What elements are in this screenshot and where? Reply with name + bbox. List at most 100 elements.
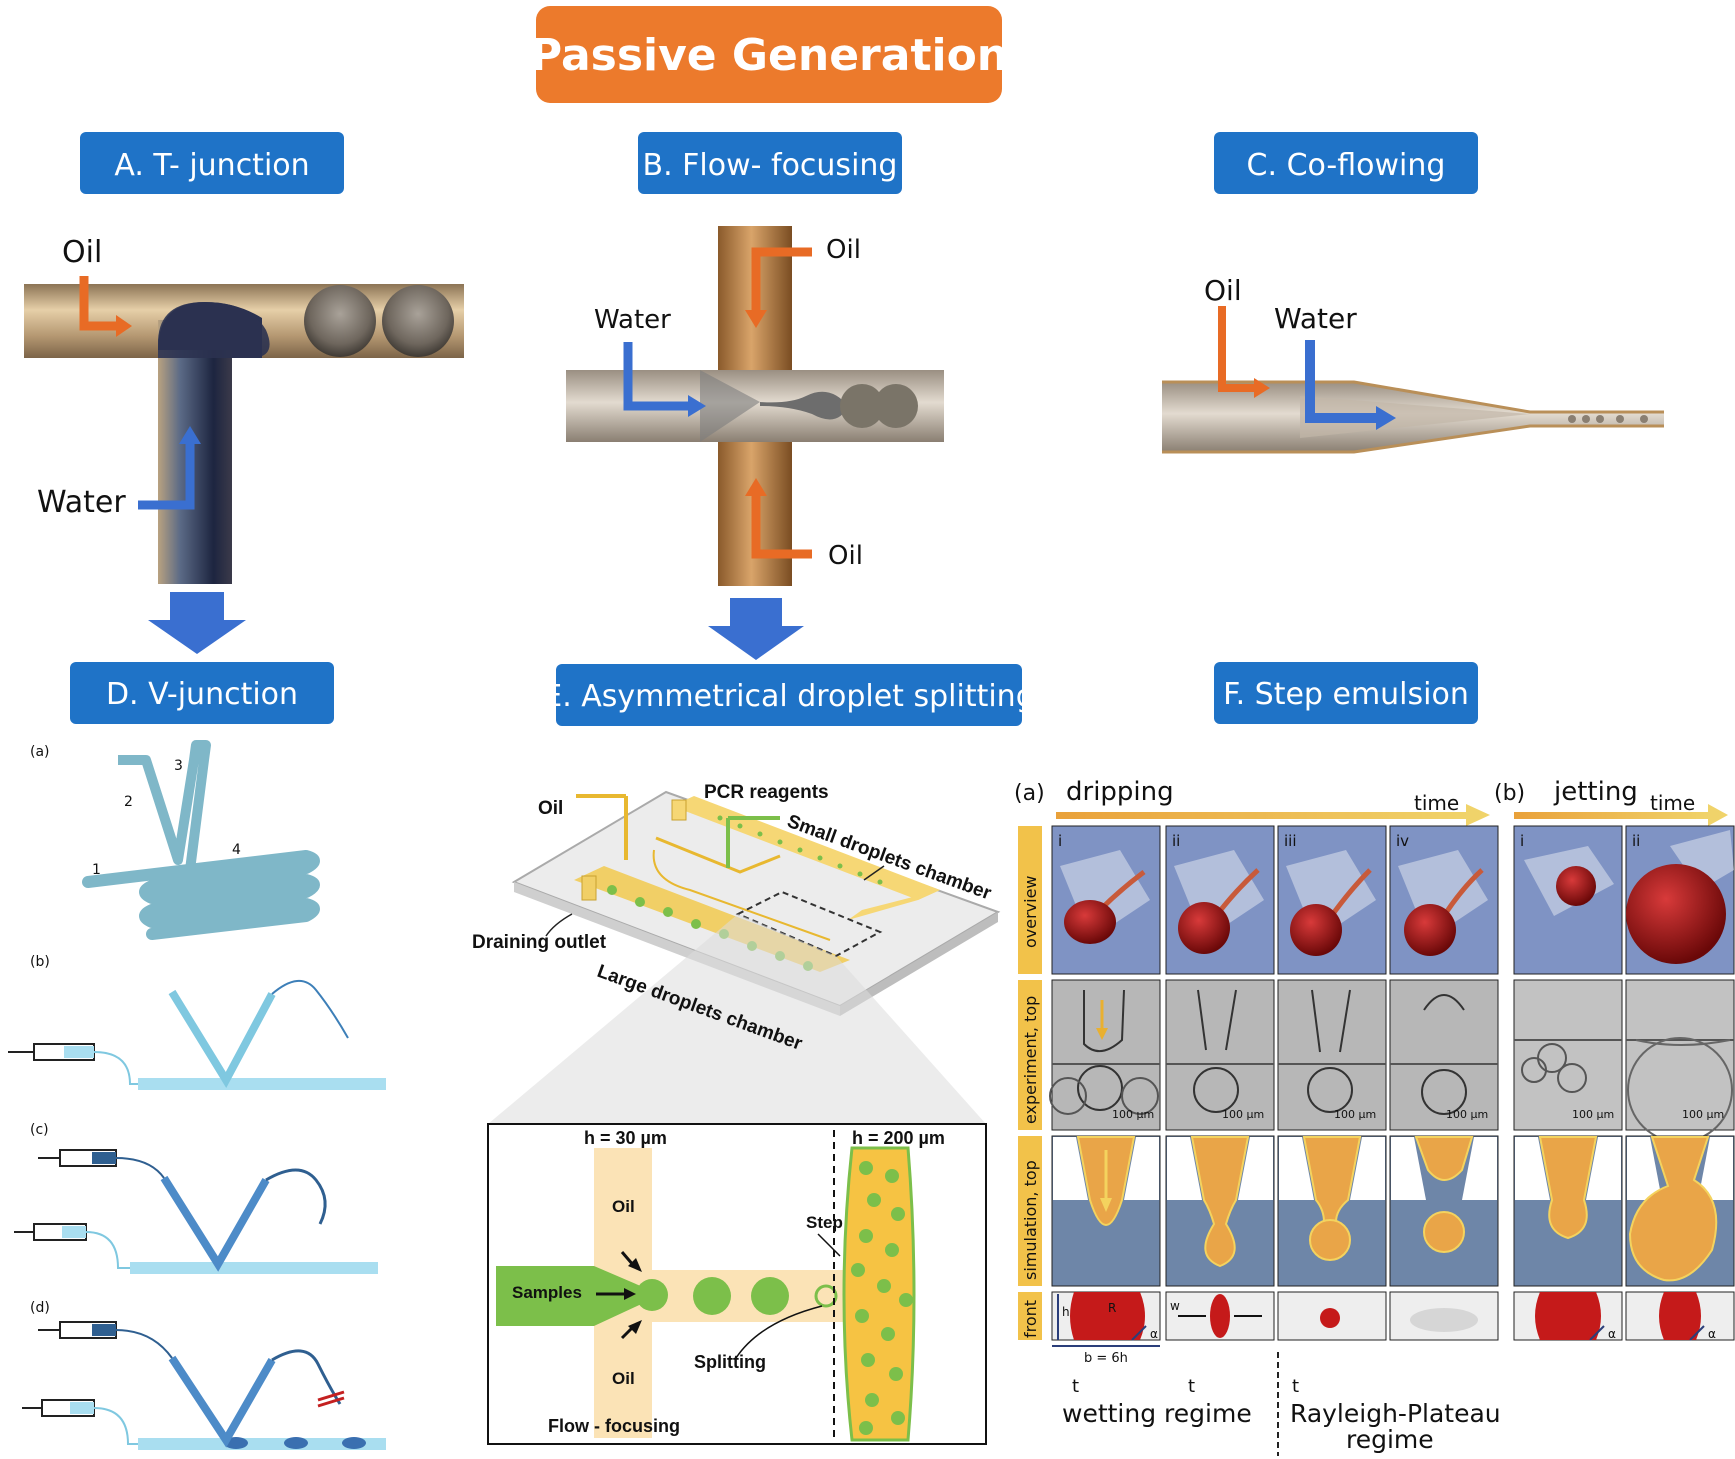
title-banner: Passive Generation <box>530 6 1008 103</box>
panel-a-label: A. T- junction <box>114 148 309 183</box>
rayleigh-regime-1: Rayleigh-Plateau <box>1290 1399 1501 1428</box>
page-title: Passive Generation <box>530 30 1008 81</box>
tag-b: (b) <box>1494 781 1525 806</box>
h30-label: h = 30 µm <box>584 1128 667 1148</box>
col-ii: ii <box>1172 832 1180 850</box>
w-crit-symbol: w <box>1170 1299 1180 1313</box>
panel-c-label: C. Co-flowing <box>1247 148 1446 183</box>
oil-arrow-icon <box>751 494 812 559</box>
droplet <box>304 285 376 357</box>
port-1-label: 1 <box>92 862 101 878</box>
syringe-icon <box>38 1149 117 1167</box>
oil-top-label: Oil <box>826 235 861 265</box>
scale-bar-label: 100 µm <box>1446 1108 1488 1121</box>
panel-e-label: E. Asymmetrical droplet splitting <box>543 679 1034 714</box>
jetting-label: jetting <box>1553 777 1638 807</box>
alpha-symbol: α <box>1608 1327 1616 1341</box>
oil-label: Oil <box>1204 274 1242 307</box>
port-4-label: 4 <box>232 842 241 858</box>
header-e: E. Asymmetrical droplet splitting <box>543 664 1035 726</box>
b6h-label: b = 6h <box>1084 1351 1128 1366</box>
col-jet-ii: ii <box>1632 832 1640 850</box>
overview-row: i ii iii iv i ii <box>1051 825 1735 975</box>
sub-a: (a) <box>30 744 50 760</box>
oil-bottom-label: Oil <box>612 1369 635 1388</box>
h200-label: h = 200 µm <box>852 1128 945 1148</box>
front-row: h R α w α α b = 6h <box>1051 1291 1735 1366</box>
time-arrow-icon <box>1514 812 1710 819</box>
oil-arrow-icon <box>1218 306 1256 392</box>
time-label-1: time <box>1414 791 1459 815</box>
droplet-splitting-chip: Oil PCR reagents Small droplets chamber … <box>472 782 1001 1124</box>
scale-bar-label: 100 µm <box>1222 1108 1264 1121</box>
header-c: C. Co-flowing <box>1214 132 1478 194</box>
chamber-droplets <box>851 1161 913 1435</box>
oil-bottom-label: Oil <box>828 541 863 571</box>
flow-focusing-label: Flow - focusing <box>548 1416 680 1436</box>
wetting-regime: wetting regime <box>1062 1399 1252 1428</box>
alpha-symbol: α <box>1708 1327 1716 1341</box>
row-overview: overview <box>1021 875 1040 948</box>
water-arrow-icon <box>1305 340 1378 423</box>
syringe-icon <box>8 1043 95 1061</box>
panel-d-label: D. V-junction <box>106 677 298 712</box>
samples-label: Samples <box>512 1283 582 1302</box>
scale-bar-label: 100 µm <box>1682 1108 1724 1121</box>
dripping-label: dripping <box>1066 777 1174 807</box>
row-simulation: simulation, top <box>1021 1160 1040 1280</box>
v-junction-b <box>8 980 386 1090</box>
tag-a: (a) <box>1014 781 1045 806</box>
water-arrow-icon <box>623 342 690 411</box>
water-label: Water <box>1274 302 1357 335</box>
header-f: F. Step emulsion <box>1214 662 1478 724</box>
regime-labels: t t t wetting regime Rayleigh-Plateau re… <box>1062 1352 1501 1456</box>
down-arrow-icon <box>708 598 804 660</box>
syringe-icon <box>22 1399 95 1417</box>
syringe-icon <box>14 1223 87 1241</box>
col-iii: iii <box>1284 832 1297 850</box>
water-arrow-icon <box>138 442 195 510</box>
time-label-2: time <box>1650 791 1695 815</box>
r-symbol: R <box>1108 1301 1116 1315</box>
oil-top-label: Oil <box>612 1197 635 1216</box>
droplet <box>382 285 454 357</box>
scale-bar-label: 100 µm <box>1572 1108 1614 1121</box>
row-labels: overview experiment, top simulation, top… <box>1018 826 1042 1340</box>
serpentine-chip: 1 2 3 4 <box>82 740 320 940</box>
col-iv: iv <box>1396 832 1409 850</box>
port-3-label: 3 <box>174 758 183 774</box>
co-flowing-diagram: Oil Water <box>1162 274 1664 454</box>
h-symbol: h <box>1062 1305 1070 1319</box>
scale-bar-label: 100 µm <box>1334 1108 1376 1121</box>
header-d: D. V-junction <box>70 662 334 724</box>
panel-f-label: F. Step emulsion <box>1223 677 1469 712</box>
step-emulsion-panel: (a) dripping time (b) jetting time overv… <box>1014 777 1735 1456</box>
t-junction-diagram: Oil Water <box>24 235 464 654</box>
col-jet-i: i <box>1520 832 1524 850</box>
scale-bar-label: 100 µm <box>1112 1108 1154 1121</box>
water-label: Water <box>594 305 671 335</box>
panel-b-label: B. Flow- focusing <box>643 148 898 183</box>
header-b: B. Flow- focusing <box>638 132 902 194</box>
condition-2: t <box>1188 1376 1195 1397</box>
pcr-label: PCR reagents <box>704 782 829 803</box>
port-2-label: 2 <box>124 794 133 810</box>
sub-c: (c) <box>30 1122 49 1138</box>
condition-1: t <box>1072 1376 1079 1397</box>
oil-arrow-icon <box>751 247 812 312</box>
v-junction-diagram: (a) (b) (c) (d) 1 2 3 4 <box>8 740 386 1450</box>
oil-inlet-label: Oil <box>538 798 563 819</box>
time-arrow-icon <box>1056 812 1468 819</box>
col-i: i <box>1058 832 1062 850</box>
experiment-row: 100 µm 100 µm 100 µm 100 µm 100 µm 100 µ… <box>1049 979 1735 1143</box>
sub-d: (d) <box>30 1300 50 1316</box>
tiny-droplets <box>1568 415 1648 423</box>
row-front: front <box>1021 1300 1040 1338</box>
rayleigh-regime-2: regime <box>1346 1425 1434 1454</box>
drain-label: Draining outlet <box>472 932 607 953</box>
step-label: Step <box>806 1213 843 1232</box>
v-junction-d <box>22 1321 386 1450</box>
splitting-inset: h = 30 µm h = 200 µm Oil Oil Step Sample… <box>487 1123 987 1445</box>
row-experiment: experiment, top <box>1021 996 1040 1124</box>
